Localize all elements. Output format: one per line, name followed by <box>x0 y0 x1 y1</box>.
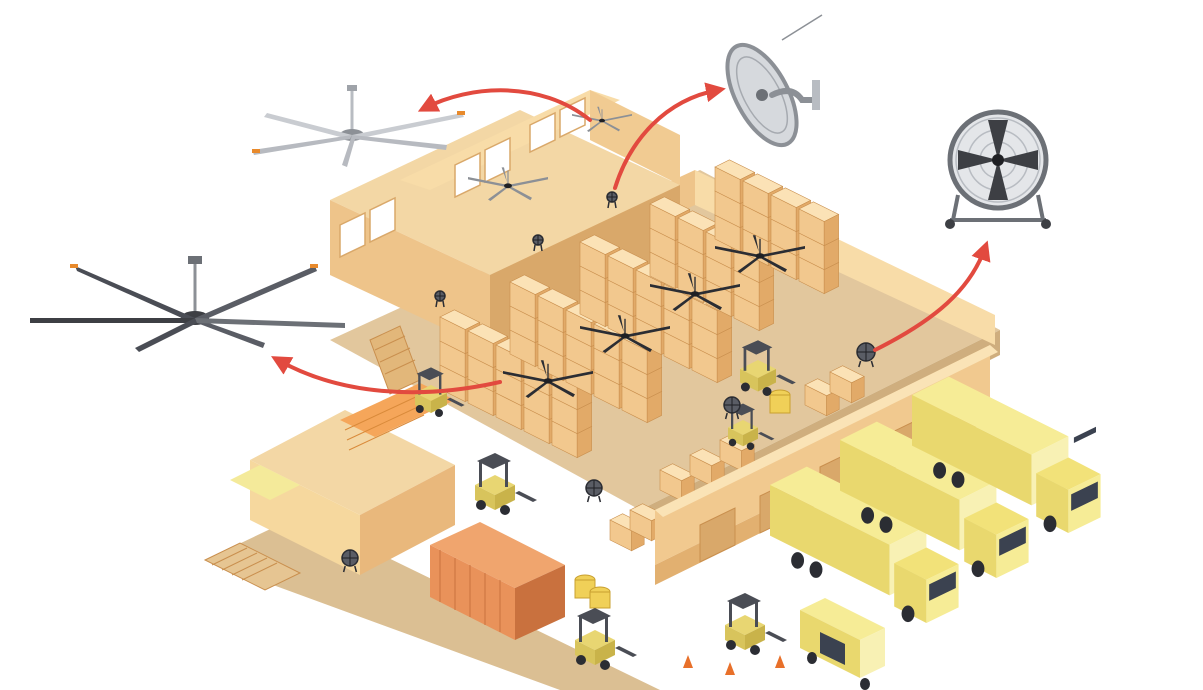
barrels <box>574 389 791 609</box>
delivery-van-icon <box>800 598 885 690</box>
mobile-drum-fan-icon <box>434 290 446 308</box>
wall-mounted-fan-icon <box>725 14 823 148</box>
red-arrow-icon <box>417 88 592 122</box>
truck-fleet <box>770 376 1101 690</box>
shipping-container-icon <box>430 522 565 640</box>
pallet-box-icon <box>829 365 865 404</box>
semi-truck-icon <box>912 376 1101 533</box>
mobile-drum-fan-icon <box>341 549 359 573</box>
red-arrow-icon <box>613 82 726 190</box>
hvls-ceiling-fan-icon <box>572 106 632 132</box>
front-stairs <box>203 542 302 591</box>
hvls-ceiling-fan-icon <box>252 85 465 167</box>
office-block <box>330 90 680 395</box>
mobile-drum-fan-icon <box>606 191 618 209</box>
hvls-ceiling-fan-icon <box>503 360 593 398</box>
forklift-icon <box>725 593 787 655</box>
forklift-icon <box>740 340 796 396</box>
mobile-drum-fan-icon <box>585 479 603 503</box>
mobile-drum-fan-icon <box>723 396 741 420</box>
front-office-shelves <box>344 394 425 451</box>
forklift-icon <box>415 367 465 417</box>
traffic-cones <box>683 655 785 675</box>
front-office <box>203 383 455 591</box>
red-arrow-icon <box>873 240 991 352</box>
airflow-arrows <box>271 82 991 395</box>
interior-wall-fans <box>341 191 876 573</box>
hvls-ceiling-fan-icon <box>650 273 740 311</box>
interior-ceiling-fans <box>468 106 805 398</box>
red-arrow-icon <box>271 356 502 395</box>
hvls-ceiling-fan-icon <box>30 256 345 352</box>
hvls-ceiling-fan-icon <box>715 235 805 273</box>
mobile-drum-fan-icon <box>532 234 544 252</box>
office-windows <box>339 96 586 259</box>
hvls-ceiling-fan-icon <box>580 315 670 353</box>
hvls-ceiling-fan-icon <box>468 167 548 201</box>
mobile-drum-fan-icon <box>945 109 1051 229</box>
pallet-box-icon <box>798 201 840 247</box>
forklift-icon <box>575 608 637 670</box>
forklift-icon <box>475 453 537 515</box>
